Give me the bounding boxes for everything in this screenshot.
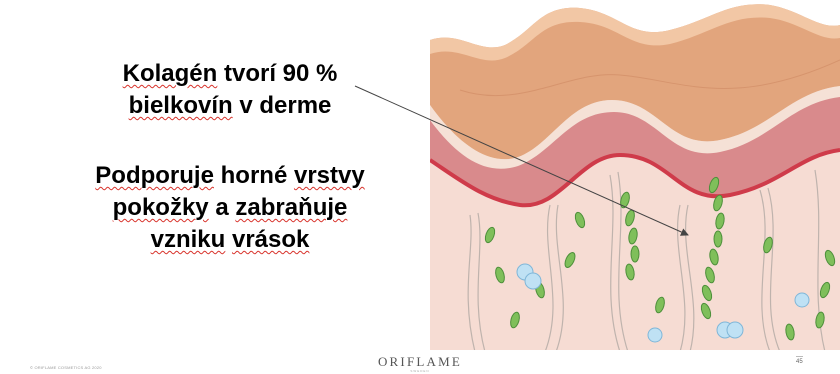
headline-line-1: Kolagén tvorí 90 % xyxy=(40,58,420,90)
body-word: vrások xyxy=(232,226,309,253)
oriflame-logo-subtitle: SWEDEN xyxy=(0,369,840,373)
body-line-3: vzniku vrások xyxy=(40,224,420,256)
body-text: a xyxy=(209,194,236,221)
page-number: 45 xyxy=(796,356,803,365)
headline-word: Kolagén xyxy=(123,60,218,87)
body-word: vzniku xyxy=(151,226,226,253)
body-line-1: Podporuje horné vrstvy xyxy=(40,160,420,192)
body-word: Podporuje xyxy=(95,162,214,189)
body-text: horné xyxy=(214,162,294,189)
headline-text: tvorí 90 % xyxy=(217,60,337,87)
headline-word: bielkovín xyxy=(129,92,233,119)
spacer xyxy=(40,122,420,160)
body-word: zabraňuje xyxy=(235,194,347,221)
body-text xyxy=(225,226,232,253)
body-line-2: pokožky a zabraňuje xyxy=(40,192,420,224)
slide-text: Kolagén tvorí 90 % bielkovín v derme Pod… xyxy=(40,58,420,256)
slide-footer: © ORIFLAME COSMETICS AG 2020 ORIFLAME SW… xyxy=(0,350,840,374)
body-word: pokožky xyxy=(113,194,209,221)
oriflame-logo: ORIFLAME xyxy=(0,354,840,370)
headline-line-2: bielkovín v derme xyxy=(40,90,420,122)
body-word: vrstvy xyxy=(294,162,365,189)
headline-text: v derme xyxy=(233,92,332,119)
